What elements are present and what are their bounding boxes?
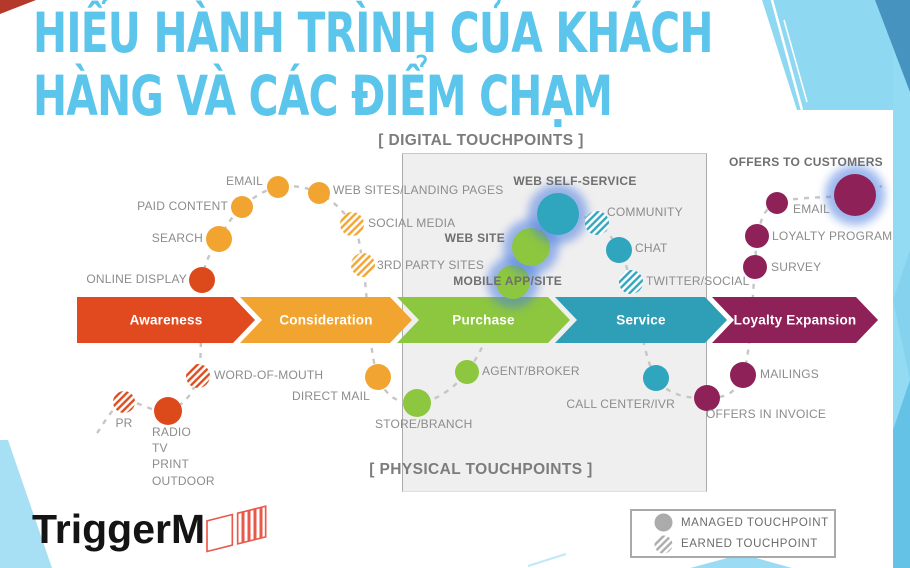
page-title: HIỂU HÀNH TRÌNH CỦA KHÁCH HÀNG VÀ CÁC ĐI… [33,2,713,127]
touchpoint-dot-email [267,176,289,198]
touchpoint-dot-offers-to-customers [834,174,876,216]
ribbon-gap-line-2 [783,19,808,103]
title-line-2: HÀNG VÀ CÁC ĐIỂM CHẠM [33,63,613,128]
touchpoint-label-email: EMAIL [793,201,831,216]
touchpoint-label-call-center-ivr: CALL CENTER/IVR [566,396,675,411]
touchpoint-label-chat: CHAT [635,240,668,255]
title-line-1: HIỂU HÀNH TRÌNH CỦA KHÁCH [33,1,713,65]
stage-arrow-awareness [77,297,255,343]
touchpoint-dot-online-display [189,267,215,293]
touchpoint-glow-web-self-service [528,184,588,244]
right-band-facet-bottom [893,380,910,568]
stage-label-purchase: Purchase [452,312,515,328]
touchpoint-label-paid-content: PAID CONTENT [137,198,228,213]
touchpoint-label-search: SEARCH [151,230,203,245]
touchpoint-dot-mobile-app-site [496,265,530,299]
touchpoint-label-3rd-party-sites: 3RD PARTY SITES [377,257,485,272]
legend-row-managed: MANAGED TOUCHPOINT [654,513,834,532]
digital-touchpoints-header: [ DIGITAL TOUCHPOINTS ] [378,132,584,149]
journey-path [96,184,883,434]
legend: MANAGED TOUCHPOINT EARNED TOUCHPOINT [630,509,836,558]
touchpoint-label-web-self-service: WEB SELF-SERVICE [513,173,637,188]
logo-text: TriggerM [32,505,206,552]
stage-arrow-service [555,297,727,343]
right-band-facet [893,250,910,380]
touchpoint-label-web-site: WEB SITE [444,230,505,245]
touchpoint-dot-social-media [340,212,364,236]
touchpoint-dot-chat [606,237,632,263]
stage-arrow-purchase [397,297,570,343]
touchpoint-label-email: EMAIL [225,173,263,188]
touchpoint-dot-direct-mail [365,364,391,390]
touchpoint-label-survey: SURVEY [771,259,822,274]
managed-touchpoint-icon [654,513,673,532]
touchpoint-label-pr: PR [115,415,133,430]
touchpoint-dot-word-of-mouth [186,364,210,388]
touchpoint-dot-offers-in-invoice [694,385,720,411]
touchpoint-label-twitter-social: TWITTER/SOCIAL [646,273,750,288]
touchpoint-dot-web-site [512,228,550,266]
touchpoint-dot-store-branch [403,389,431,417]
touchpoint-dot-search [206,226,232,252]
touchpoints-panel [402,153,707,492]
logo: TriggerM [32,494,269,564]
touchpoint-dot-paid-content [231,196,253,218]
touchpoint-dot-call-center-ivr [643,365,669,391]
touchpoint-label-store-branch: STORE/BRANCH [375,416,473,431]
stage-label-awareness: Awareness [129,312,203,328]
touchpoint-label-radio-tv-print-outdoor: RADIO TV PRINT OUTDOOR [152,425,215,488]
stage-label-service: Service [616,312,666,328]
stage-label-consideration: Consideration [279,312,373,328]
touchpoint-label-agent-broker: AGENT/BROKER [482,363,580,378]
touchpoint-label-mailings: MAILINGS [760,366,819,381]
touchpoint-dot-loyalty-program [745,224,769,248]
touchpoint-label-word-of-mouth: WORD-OF-MOUTH [214,367,324,382]
touchpoint-label-web-sites-landing-pages: WEB SITES/LANDING PAGES [333,182,504,197]
stage-arrow-loyalty-expansion [712,297,878,343]
touchpoint-label-loyalty-program: LOYALTY PROGRAM [772,228,893,243]
touchpoint-label-offers-to-customers: OFFERS TO CUSTOMERS [729,154,883,169]
touchpoint-dot-radio-tv-print-outdoor [154,397,182,425]
layered-pages-icon [206,505,267,553]
touchpoint-label-offers-in-invoice: OFFERS IN INVOICE [706,406,827,421]
right-edge-band [893,0,910,568]
legend-managed-label: MANAGED TOUCHPOINT [681,516,829,529]
touchpoint-dot-web-sites-landing-pages [308,182,330,204]
ribbon-dark-corner [875,0,910,92]
touchpoint-dot-agent-broker [455,360,479,384]
touchpoint-label-mobile-app-site: MOBILE APP/SITE [453,273,562,288]
legend-row-earned: EARNED TOUCHPOINT [654,535,834,554]
touchpoint-dot-pr [113,391,135,413]
stage-label-loyalty-expansion: Loyalty Expansion [733,312,857,328]
touchpoint-label-direct-mail: DIRECT MAIL [292,388,370,403]
touchpoint-dot-survey [743,255,767,279]
touchpoint-label-social-media: SOCIAL MEDIA [368,215,456,230]
bottom-accent-triangle [690,554,792,568]
bottom-left-wedge [0,440,52,568]
stage-arrow-consideration [240,297,412,343]
touchpoint-dot-3rd-party-sites [351,253,375,277]
legend-earned-label: EARNED TOUCHPOINT [681,538,818,551]
touchpoint-label-online-display: ONLINE DISPLAY [86,271,187,286]
touchpoint-label-community: COMMUNITY [607,204,683,219]
touchpoint-glow-offers-to-customers [825,165,885,225]
bottom-accent-line [527,553,567,567]
ribbon-gap-line [770,0,804,111]
touchpoint-dot-community [585,211,609,235]
earned-touchpoint-icon [654,535,673,554]
touchpoint-glow-mobile-app-site [487,256,539,308]
touchpoint-dot-web-self-service [537,193,579,235]
touchpoint-dot-email [766,192,788,214]
corner-red-accent [0,0,36,14]
touchpoint-dot-mailings [730,362,756,388]
touchpoint-glow-web-site [503,219,559,275]
physical-touchpoints-header: [ PHYSICAL TOUCHPOINTS ] [369,461,593,478]
ribbon-top-right [762,0,893,110]
touchpoint-dot-twitter-social [619,270,643,294]
